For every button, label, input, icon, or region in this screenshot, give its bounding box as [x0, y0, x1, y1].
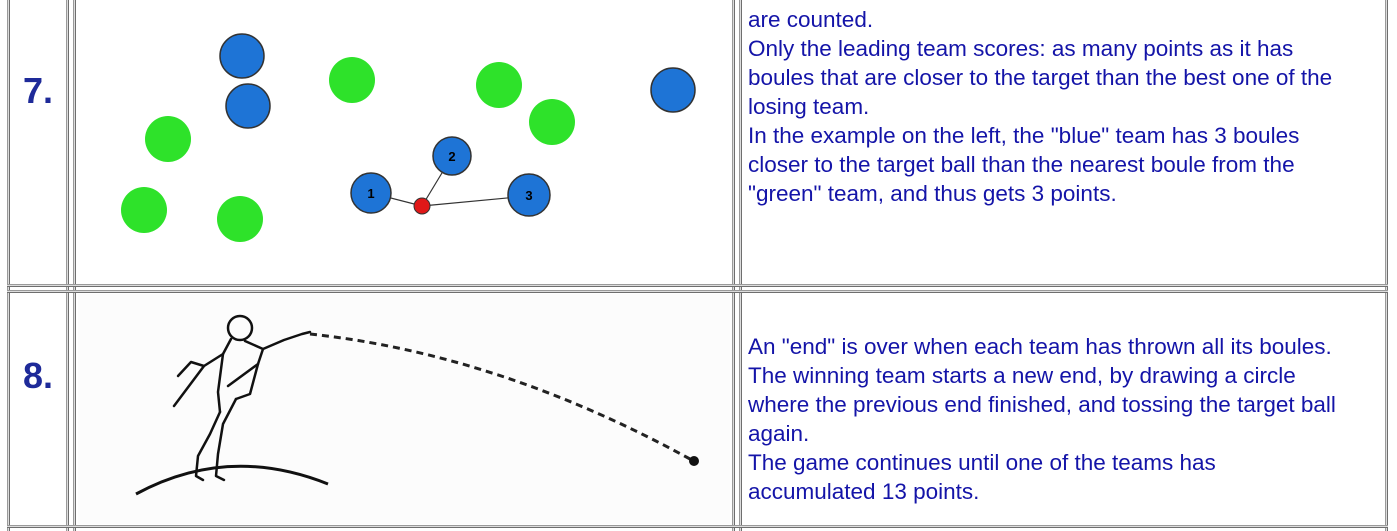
- blue-boule: [225, 83, 271, 129]
- boule-label-3: 3: [525, 188, 532, 203]
- blue-boule-2: [432, 136, 472, 176]
- row-7-line: In the example on the left, the "blue" t…: [748, 123, 1300, 206]
- ground-mound: [135, 464, 329, 496]
- row-8-text: An "end" is over when each team has thro…: [748, 332, 1348, 506]
- row-8-number: 8.: [22, 355, 54, 396]
- blue-boule: [219, 33, 265, 79]
- table-border-bottom: [7, 525, 1388, 528]
- row-divider-top: [7, 284, 1388, 287]
- row-8-line: An "end" is over when each team has thro…: [748, 334, 1336, 446]
- row-7-line: Only the leading team scores: as many po…: [748, 36, 1333, 119]
- row-7-line: are counted.: [748, 7, 874, 32]
- row-8-line: The game continues until one of the team…: [748, 450, 1216, 504]
- throw-trajectory: [309, 332, 691, 461]
- boule-label-1: 1: [367, 186, 374, 201]
- green-boule: [217, 196, 263, 242]
- row-7-number: 7.: [22, 70, 54, 111]
- green-boule: [329, 57, 375, 103]
- boules-scoring-diagram: 1 2 3: [121, 33, 696, 242]
- row-7-text: are counted. Only the leading team score…: [748, 5, 1348, 208]
- blue-boule-3: [507, 173, 551, 217]
- throwing-illustration: [78, 294, 730, 524]
- boule-label-2: 2: [448, 149, 455, 164]
- column-divider-1: [66, 0, 69, 531]
- table-border-left: [7, 0, 10, 531]
- column-divider-4: [739, 0, 742, 531]
- table-border-right: [1385, 0, 1388, 531]
- thrower-figure: [172, 314, 312, 482]
- thrown-boule: [689, 456, 699, 466]
- target-ball: [413, 197, 431, 215]
- column-divider-2: [73, 0, 76, 531]
- green-boule: [121, 187, 167, 233]
- blue-boule-1: [350, 172, 392, 214]
- row-divider-bottom: [7, 290, 1388, 293]
- column-divider-3: [732, 0, 735, 531]
- green-boule: [476, 62, 522, 108]
- green-boule: [145, 116, 191, 162]
- green-boule: [529, 99, 575, 145]
- blue-boule: [650, 67, 696, 113]
